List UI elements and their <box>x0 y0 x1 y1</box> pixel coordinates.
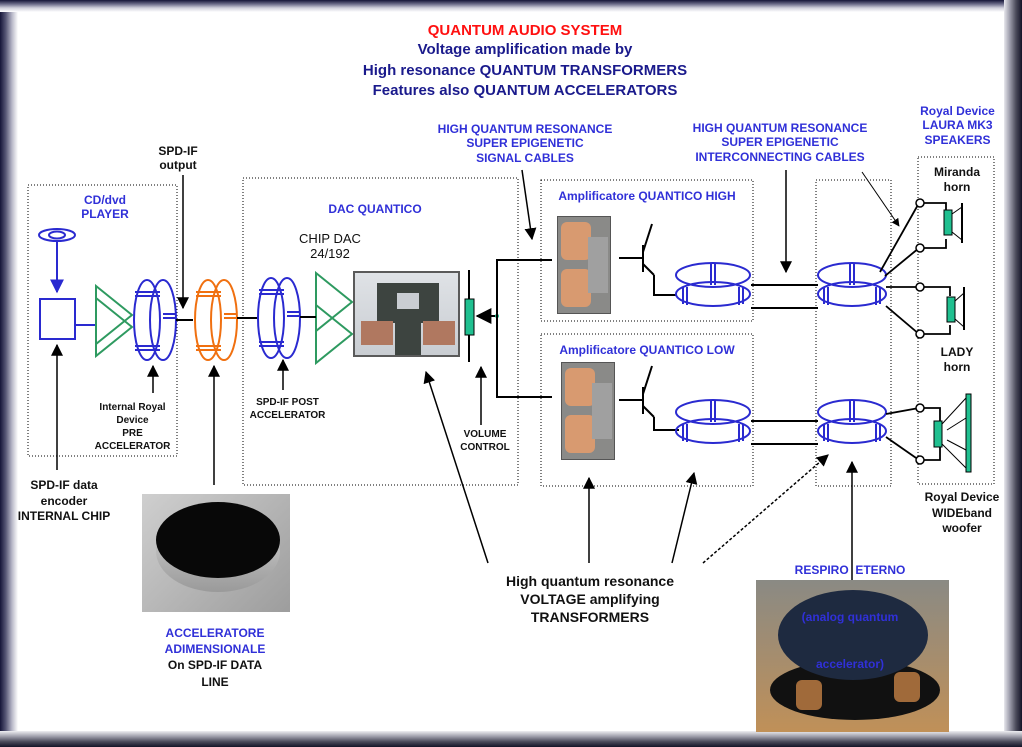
post-accelerator-label: SPD-IF POST ACCELERATOR <box>240 396 335 422</box>
spdif-output-label-line: SPD-IF <box>158 144 198 158</box>
respiro-eterno-label-line: accelerator) <box>815 656 885 671</box>
signal-cables-label: HIGH QUANTUM RESONANCE SUPER EPIGENETIC … <box>410 122 640 165</box>
acceleratore-label: ACCELERATORE ADIMENSIONALE On SPD-IF DAT… <box>135 625 295 690</box>
cd-player-label-line: PLAYER <box>81 206 129 221</box>
speakers-label: Royal Device LAURA MK3 SPEAKERS <box>905 104 1010 147</box>
amp-low-transformer-photo <box>561 362 615 460</box>
lady-horn-label: LADY horn <box>922 345 992 375</box>
frame-edge-right <box>1004 0 1022 747</box>
pre-accelerator-label: Internal Royal Device PRE ACCELERATOR <box>85 401 180 453</box>
signal-cables-label-line: SUPER EPIGENETIC <box>466 136 584 151</box>
spdif-encoder-label-line: INTERNAL CHIP <box>17 509 111 524</box>
interconnect-cables-label-line: HIGH QUANTUM RESONANCE <box>692 121 868 135</box>
respiro-eterno-label-line: (analog quantum <box>801 609 899 624</box>
woofer-label-line: Royal Device <box>924 490 1000 504</box>
volume-control-label-line: VOLUME <box>463 429 507 440</box>
voltage-transformers-label-line: High quantum resonance <box>505 573 675 589</box>
volume-potentiometer <box>464 298 475 336</box>
post-accelerator-coil <box>257 277 301 359</box>
respiro-toroid-high <box>817 262 887 307</box>
voltage-transformers-label-line: VOLTAGE amplifying <box>520 591 660 608</box>
frame-edge-bottom <box>0 731 1022 747</box>
cd-disc-icon <box>38 228 76 242</box>
dac-quantico-label: DAC QUANTICO <box>328 202 422 216</box>
volume-control-label-line: CONTROL <box>460 442 510 453</box>
pre-accelerator-label-line: ACCELERATOR <box>94 441 171 452</box>
spdif-encoder-label: SPD-IF data encoder INTERNAL CHIP <box>8 478 120 525</box>
speaker-terminals <box>915 198 925 465</box>
chip-dac-label-line: 24/192 <box>310 245 350 261</box>
woofer-label-line: woofer <box>942 521 982 536</box>
pre-accelerator-label-line: PRE <box>122 428 143 439</box>
post-accelerator-label-line: SPD-IF POST <box>256 397 319 408</box>
signal-cables-label-line: HIGH QUANTUM RESONANCE <box>437 122 613 136</box>
frame-edge-left <box>0 0 18 747</box>
spdif-output-label: SPD-IF output <box>138 144 218 173</box>
lady-horn-icon <box>946 287 965 330</box>
amp-high-toroid <box>675 262 751 307</box>
speakers-label-line: SPEAKERS <box>924 132 991 147</box>
respiro-eterno-label-line: RESPIRO ETERNO <box>794 563 906 578</box>
post-accelerator-label-line: ACCELERATOR <box>249 410 326 421</box>
diagram-title: QUANTUM AUDIO SYSTEM <box>427 22 623 39</box>
speakers-label-line: Royal Device <box>920 104 995 118</box>
interconnect-cables-label-line: INTERCONNECTING CABLES <box>695 149 865 164</box>
pre-accelerator-label-line: Device <box>116 415 149 426</box>
miranda-horn-label-line: horn <box>943 180 971 194</box>
voltage-transformers-label-line: TRANSFORMERS <box>530 609 650 626</box>
amp-high-box <box>540 179 754 322</box>
cd-player-label: CD/dvd PLAYER <box>60 193 150 222</box>
acceleratore-coil <box>194 279 238 361</box>
subtitle-line-2: High resonance QUANTUM TRANSFORMERS <box>362 62 688 79</box>
spdif-encoder-label-line: encoder <box>40 493 88 508</box>
woofer-label-line: WIDEband <box>932 505 992 520</box>
dac-amp-triangles <box>315 270 354 366</box>
respiro-eterno-label: RESPIRO ETERNO (analog quantum accelerat… <box>770 532 930 688</box>
miranda-horn-icon <box>943 203 963 243</box>
frame-edge-top <box>0 0 1022 12</box>
miranda-horn-label-line: Miranda <box>933 165 980 179</box>
acceleratore-label-line: ACCELERATORE <box>165 626 265 640</box>
transistor-low <box>619 365 679 431</box>
pre-accelerator-coil <box>133 279 177 361</box>
respiro-eterno-photo <box>756 580 949 732</box>
chip-dac-label-line: CHIP DAC <box>299 231 361 246</box>
woofer-icon <box>933 393 972 473</box>
interconnect-cables-label-line: SUPER EPIGENETIC <box>721 135 839 150</box>
amp-low-box <box>540 333 754 487</box>
amp-low-label: Amplificatore QUANTICO LOW <box>559 343 735 357</box>
amp-low-toroid <box>675 399 751 444</box>
transistor-high <box>619 223 677 296</box>
encoder-chip-block <box>39 298 76 340</box>
signal-cables-label-line: SIGNAL CABLES <box>476 150 574 165</box>
dac-transformer-photo <box>353 271 460 357</box>
spdif-output-label-line: output <box>159 157 197 172</box>
spdif-encoder-label-line: SPD-IF data <box>30 478 98 492</box>
subtitle-line-1: Voltage amplification made by <box>417 41 633 58</box>
spdif-data-line-label-line: On SPD-IF DATA <box>167 658 263 673</box>
lady-horn-label-line: LADY <box>940 345 974 359</box>
pre-amp-triangles <box>95 283 134 359</box>
respiro-box <box>815 179 892 487</box>
woofer-label: Royal Device WIDEband woofer <box>912 490 1012 537</box>
miranda-horn-label: Miranda horn <box>922 165 992 195</box>
pre-accelerator-label-line: Internal Royal <box>99 402 166 413</box>
subtitle-line-3: Features also QUANTUM ACCELERATORS <box>372 82 678 99</box>
lady-horn-label-line: horn <box>943 360 971 374</box>
acceleratore-label-line: ADIMENSIONALE <box>164 642 266 657</box>
spdif-data-line-label-line: LINE <box>201 674 229 689</box>
amp-high-transformer-photo <box>557 216 611 314</box>
respiro-toroid-low <box>817 399 887 444</box>
interconnect-cables-label: HIGH QUANTUM RESONANCE SUPER EPIGENETIC … <box>665 121 895 164</box>
speaker-box <box>917 156 995 485</box>
chip-dac-label: CHIP DAC 24/192 <box>280 231 380 262</box>
amp-high-label: Amplificatore QUANTICO HIGH <box>558 189 736 203</box>
voltage-transformers-label: High quantum resonance VOLTAGE amplifyin… <box>470 572 710 627</box>
speakers-label-line: LAURA MK3 <box>922 118 993 133</box>
cd-player-label-line: CD/dvd <box>84 193 126 207</box>
volume-control-label: VOLUME CONTROL <box>450 428 520 454</box>
acceleratore-adimensionale-photo <box>142 494 290 612</box>
